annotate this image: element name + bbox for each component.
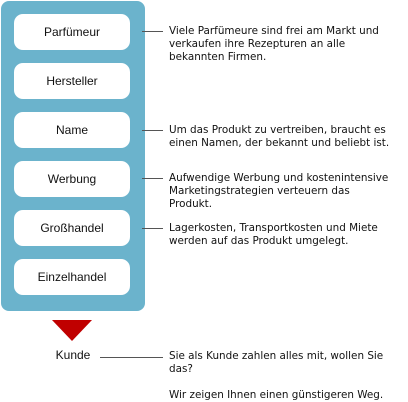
note-parfumeur: Viele Parfümeure sind frei am Markt und …	[169, 25, 379, 63]
down-arrow-icon	[52, 320, 92, 341]
connector-parfumeur	[142, 31, 163, 32]
connector-name	[142, 130, 163, 131]
stage-werbung: Werbung	[14, 161, 130, 197]
note-name: Um das Produkt zu vertreiben, braucht es…	[169, 124, 390, 149]
stage-grosshandel: Großhandel	[14, 210, 130, 246]
stage-einzelhandel: Einzelhandel	[14, 259, 130, 295]
note-kunde: Sie als Kunde zahlen alles mit, wollen S…	[169, 350, 384, 401]
stage-hersteller-label: Hersteller	[46, 74, 98, 88]
note-werbung: Aufwendige Werbung und kostenintensive M…	[169, 172, 389, 210]
stage-hersteller: Hersteller	[14, 63, 130, 99]
stage-einzelhandel-label: Einzelhandel	[37, 270, 107, 284]
stage-grosshandel-label: Großhandel	[40, 221, 104, 235]
end-node-kunde: Kunde	[55, 348, 91, 362]
connector-grosshandel	[142, 228, 163, 229]
stage-name: Name	[14, 112, 130, 148]
stage-name-label: Name	[55, 123, 88, 137]
stage-parfumeur: Parfümeur	[14, 14, 130, 50]
stage-werbung-label: Werbung	[47, 172, 97, 186]
connector-werbung	[142, 178, 163, 179]
note-grosshandel: Lagerkosten, Transportkosten und Miete w…	[169, 222, 378, 247]
stage-parfumeur-label: Parfümeur	[43, 25, 101, 39]
connector-kunde	[100, 357, 163, 358]
